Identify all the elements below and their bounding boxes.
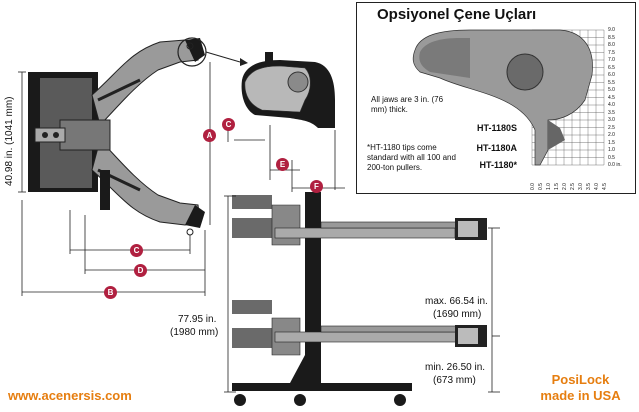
y-tick: 1.0 — [608, 147, 615, 153]
y-tick: 7.0 — [608, 57, 615, 63]
total-height-label: 77.95 in. — [178, 314, 217, 325]
y-tick: 6.0 — [608, 72, 615, 78]
max-reach-mm-label: (1690 mm) — [433, 309, 482, 320]
y-tick: 9.0 — [608, 27, 615, 33]
x-tick: 0.0 — [530, 183, 536, 190]
x-tick: 4.0 — [594, 183, 600, 190]
brand-origin: made in USA — [540, 388, 621, 403]
min-reach-label: min. 26.50 in. — [425, 362, 486, 373]
y-tick: 1.5 — [608, 139, 615, 146]
model-ht1180: HT-1180* — [479, 160, 517, 170]
y-tick: 8.0 — [608, 42, 615, 48]
stand-side-view — [232, 192, 487, 406]
jaw-tips-chart — [412, 29, 605, 166]
y-tick: 2.5 — [608, 124, 615, 131]
y-tick: 0.0 in. — [608, 162, 622, 168]
total-height-mm-label: (1980 mm) — [170, 327, 219, 338]
overall-height-label: 40.98 in. (1041 mm) — [4, 96, 15, 187]
y-tick: 4.5 — [608, 94, 615, 101]
brand-name: PosiLock — [551, 372, 610, 387]
standard-tips-note: *HT-1180 tips come standard with all 100… — [367, 143, 456, 172]
badge-d: D — [134, 264, 147, 277]
badge-b: B — [104, 286, 117, 299]
dimension-lines — [18, 62, 211, 296]
x-tick: 2.0 — [562, 183, 568, 190]
website-link[interactable]: www.acenersis.com — [8, 388, 132, 403]
y-tick: 5.5 — [608, 79, 615, 86]
x-tick: 1.0 — [546, 183, 552, 190]
x-tick: 0.5 — [538, 183, 544, 190]
y-tick: 2.0 — [608, 132, 615, 138]
jaw-thickness-note: All jaws are 3 in. (76 mm) thick. — [371, 95, 444, 114]
min-reach-mm-label: (673 mm) — [433, 375, 476, 386]
top-view-puller — [28, 37, 248, 236]
panel-title: Opsiyonel Çene Uçları — [377, 6, 537, 23]
badge-f: F — [310, 180, 323, 193]
badge-e: E — [276, 158, 289, 171]
y-tick: 3.0 — [608, 117, 615, 123]
y-tick: 6.5 — [608, 64, 615, 71]
y-tick: 0.5 — [608, 154, 615, 161]
x-tick: 3.0 — [578, 183, 584, 190]
badge-c-detail: C — [222, 118, 235, 131]
optional-jaw-tips-panel: Opsiyonel Çene Uçları All jaws are 3 in.… — [356, 2, 636, 194]
badge-a: A — [203, 129, 216, 142]
badge-c: C — [130, 244, 143, 257]
brand-block: PosiLock made in USA — [528, 372, 633, 404]
jaw-detail — [241, 52, 335, 128]
y-tick: 8.5 — [608, 34, 615, 41]
y-tick: 4.0 — [608, 102, 615, 108]
model-ht1180a: HT-1180A — [476, 143, 517, 153]
max-reach-label: max. 66.54 in. — [425, 296, 488, 307]
x-tick: 3.5 — [586, 183, 592, 190]
y-tick: 5.0 — [608, 87, 615, 93]
y-tick: 3.5 — [608, 109, 615, 116]
x-tick: 2.5 — [570, 183, 576, 190]
y-tick: 7.5 — [608, 49, 615, 56]
x-tick: 1.5 — [554, 183, 560, 190]
model-ht1180s: HT-1180S — [476, 123, 517, 133]
x-tick: 4.5 — [602, 183, 608, 190]
